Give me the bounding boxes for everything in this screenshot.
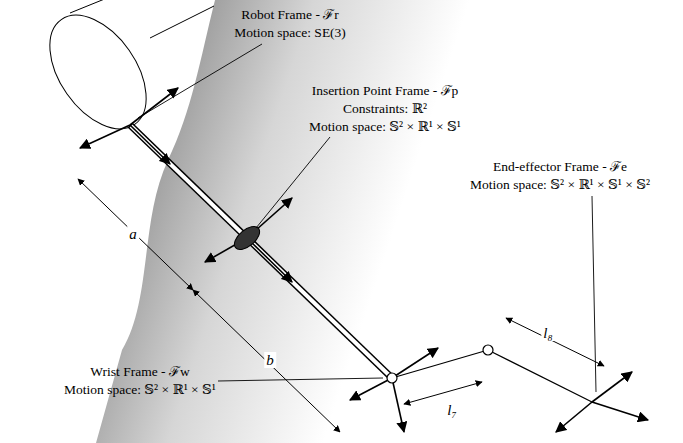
leader-lines [592, 196, 596, 392]
tool-shaft [131, 126, 391, 377]
dimension-label: a [127, 226, 139, 242]
frame-title: Wrist Frame - ℱw [90, 363, 189, 380]
frame-title: Robot Frame - ℱr [241, 6, 339, 23]
dimension-label: b [264, 352, 276, 368]
dimension-arrows [193, 290, 340, 432]
dimension-arrows [506, 318, 604, 366]
frame-axes [592, 372, 632, 402]
leader-lines [218, 378, 383, 381]
robot-cylinder [30, 0, 166, 146]
wrist-links [488, 350, 592, 402]
frame-title: End-effector Frame - ℱe [493, 158, 627, 175]
frame-axes [130, 88, 178, 125]
dimension-arrows [78, 179, 193, 290]
frame-axes [130, 125, 170, 164]
dimension-arrows [404, 382, 482, 404]
motion-space: Motion space: 𝕊² × ℝ¹ × 𝕊¹ × 𝕊² [470, 176, 650, 193]
frame-axes [80, 88, 648, 432]
wrist-links [387, 345, 592, 402]
frame-axes [392, 348, 438, 378]
insertion-point [230, 222, 263, 254]
wrist-links [392, 350, 488, 378]
frame-axes [556, 402, 592, 432]
dimension-label: l₇ [445, 402, 458, 418]
tool-shaft [130, 125, 392, 378]
motion-space: Motion space: 𝕊² × ℝ¹ × 𝕊¹ [64, 381, 216, 398]
frame-axes [350, 378, 392, 400]
tool-shaft [130, 125, 392, 378]
motion-space: Motion space: SE(3) [234, 24, 346, 41]
motion-space: Motion space: 𝕊² × ℝ¹ × 𝕊¹ [309, 118, 461, 135]
frame-title: Insertion Point Frame - ℱp [312, 82, 459, 99]
dimension-label: l₈ [541, 325, 554, 341]
frame-axes [247, 238, 292, 282]
frame-axes [80, 125, 130, 148]
frame-axes [392, 378, 404, 432]
leader-lines [138, 44, 596, 392]
leader-lines [138, 44, 262, 118]
wrist-links [387, 373, 397, 383]
robot-cylinder [30, 0, 214, 146]
robot-cylinder [70, 0, 112, 13]
robot-cylinder [150, 6, 214, 38]
wrist-links [483, 345, 493, 355]
leader-lines [256, 137, 330, 228]
insertion-point [230, 222, 263, 254]
constraint-label: Constraints: ℝ² [343, 100, 427, 117]
frame-axes [592, 402, 648, 420]
